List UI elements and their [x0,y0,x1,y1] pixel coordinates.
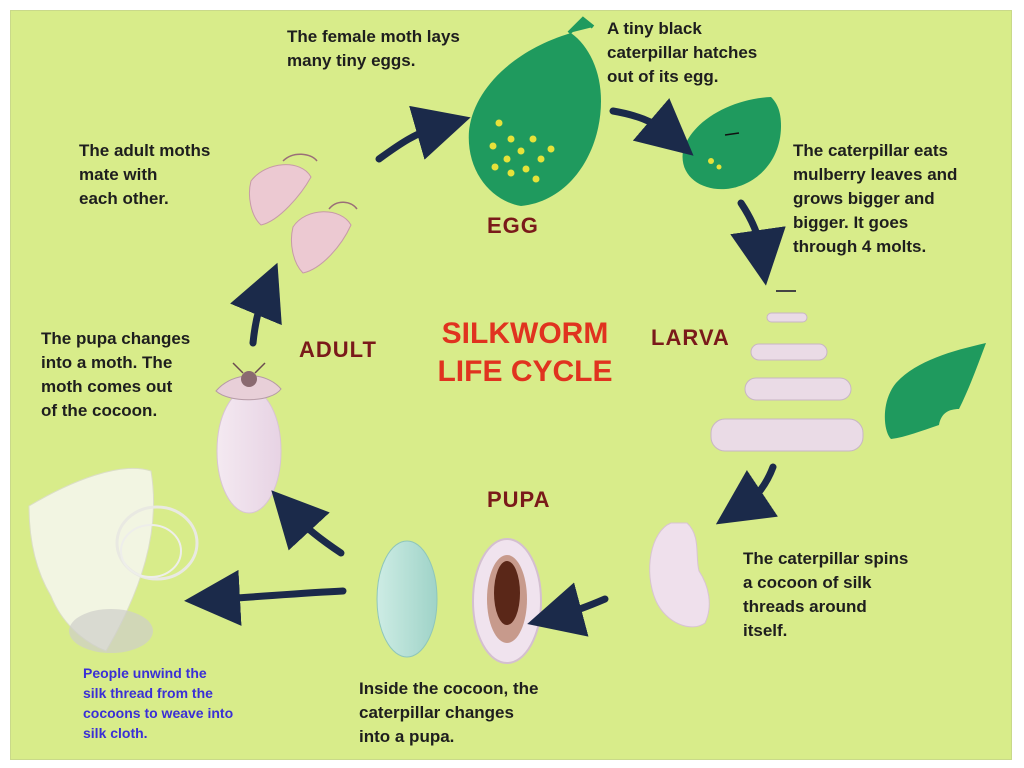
caption-eats: The caterpillar eats mulberry leaves and… [793,141,958,256]
larvae-stages [710,290,864,452]
caption-female-lays: The female moth lays many tiny eggs. [287,27,460,70]
caption-mate: The adult moths mate with each other. [79,141,211,208]
emerging-moth-cocoon [215,362,282,514]
blue-cocoon [376,540,438,658]
caption-hatch: A tiny black caterpillar hatches out of … [607,19,758,86]
leaf-with-eggs [468,16,601,206]
caption-spins: The caterpillar spins a cocoon of silk t… [743,549,909,640]
arrow-egg-to-hatch [609,98,694,156]
stage-egg: EGG [487,213,539,238]
stage-pupa: PUPA [487,487,551,512]
adult-moths [248,153,358,274]
leaf-hatch [682,97,781,190]
opened-cocoon-pupa [472,538,542,664]
diagram-board: SILKWORM LIFE CYCLE EGG LARVA PUPA ADULT… [10,10,1012,760]
arrow-spin-to-pupa [527,582,609,637]
arrow-adult-to-egg [375,105,471,163]
arrow-cocoon-to-adult [271,490,345,557]
caption-people: People unwind the silk thread from the c… [83,665,234,741]
silk-cloth [28,467,199,653]
arrow-pupa-to-moth [230,262,282,347]
mulberry-leaf [884,343,986,439]
illustrations [28,16,986,664]
spinning-cocoon [649,522,710,628]
cycle-arrows [184,98,786,637]
stage-adult: ADULT [299,337,377,362]
arrow-to-silk [184,569,347,626]
arrow-larva-to-spin [715,463,779,525]
diagram-title: SILKWORM LIFE CYCLE [437,317,613,388]
caption-inside: Inside the cocoon, the caterpillar chang… [359,679,539,746]
stage-larva: LARVA [651,325,730,350]
caption-pupa-changes: The pupa changes into a moth. The moth c… [41,329,191,420]
arrow-hatch-to-larva [730,199,786,286]
